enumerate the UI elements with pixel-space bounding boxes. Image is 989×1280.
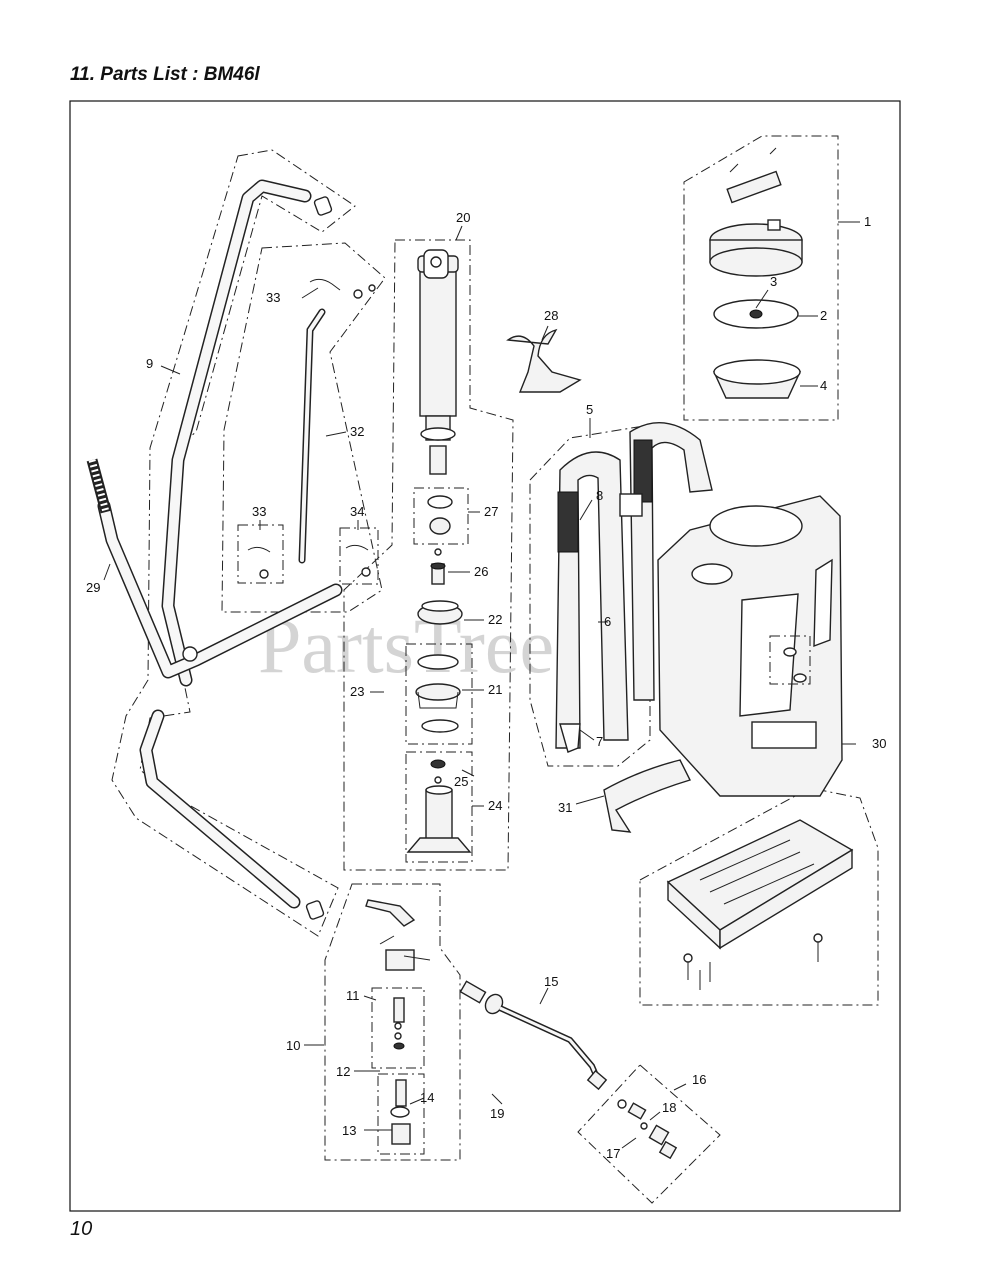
nozzle-parts bbox=[617, 1099, 678, 1160]
handle-tube bbox=[139, 179, 333, 920]
connecting-rod bbox=[298, 308, 326, 564]
part-label-22: 22 bbox=[488, 612, 502, 627]
part-label-4: 4 bbox=[820, 378, 827, 393]
part-label-10: 10 bbox=[286, 1038, 300, 1053]
part-label-29: 29 bbox=[86, 580, 100, 595]
part-label-8: 8 bbox=[596, 488, 603, 503]
shoulder-harness bbox=[555, 422, 713, 753]
lid-group-outline bbox=[683, 135, 839, 421]
part-label-32: 32 bbox=[350, 424, 364, 439]
pump-valve-seat bbox=[405, 643, 473, 745]
shut-off-valve bbox=[365, 899, 431, 1155]
part-label-28: 28 bbox=[544, 308, 558, 323]
waist-belt bbox=[603, 759, 691, 833]
part-label-16: 16 bbox=[692, 1072, 706, 1087]
part-label-23: 23 bbox=[350, 684, 364, 699]
part-label-30: 30 bbox=[872, 736, 886, 751]
spray-lance bbox=[459, 980, 608, 1091]
pump-chamber bbox=[405, 751, 473, 863]
leader-lines bbox=[103, 221, 860, 1149]
part-label-26: 26 bbox=[474, 564, 488, 579]
part-label-33-upper: 33 bbox=[266, 290, 280, 305]
page-title: 11. Parts List : BM46l bbox=[70, 64, 260, 85]
part-label-7: 7 bbox=[596, 734, 603, 749]
part-label-19: 19 bbox=[490, 1106, 504, 1121]
pump-cylinder bbox=[417, 249, 459, 475]
part-label-25: 25 bbox=[454, 774, 468, 789]
part-label-6: 6 bbox=[604, 614, 611, 629]
rod-group-outline bbox=[221, 242, 386, 613]
part-label-11: 11 bbox=[346, 988, 360, 1003]
part-label-31: 31 bbox=[558, 800, 572, 815]
part-label-15: 15 bbox=[544, 974, 558, 989]
part-label-21: 21 bbox=[488, 682, 502, 697]
part-label-5: 5 bbox=[586, 402, 593, 417]
harness-group-outline bbox=[529, 424, 651, 767]
part-label-17: 17 bbox=[606, 1146, 620, 1161]
spray-tank bbox=[657, 495, 843, 797]
part-label-20: 20 bbox=[456, 210, 470, 225]
part-label-12: 12 bbox=[336, 1064, 350, 1079]
clip-pins bbox=[237, 278, 379, 585]
pump-group-outline bbox=[343, 239, 514, 871]
part-label-2: 2 bbox=[820, 308, 827, 323]
part-label-9: 9 bbox=[146, 356, 153, 371]
diagram-frame bbox=[69, 100, 901, 1212]
lance-valve-group-outline bbox=[324, 883, 461, 1161]
base-tray bbox=[666, 819, 854, 990]
part-label-14: 14 bbox=[420, 1090, 434, 1105]
part-label-27: 27 bbox=[484, 504, 498, 519]
tank-lid-assembly bbox=[709, 147, 803, 399]
part-label-18: 18 bbox=[662, 1100, 676, 1115]
bracket bbox=[506, 328, 582, 393]
pump-seals bbox=[413, 487, 469, 625]
handle-group-outline bbox=[111, 149, 356, 937]
part-label-1: 1 bbox=[864, 214, 871, 229]
page-number: 10 bbox=[70, 1218, 93, 1240]
nozzle-group-outline bbox=[577, 1064, 721, 1204]
part-label-13: 13 bbox=[342, 1123, 356, 1138]
part-label-33-lower: 33 bbox=[252, 504, 266, 519]
part-label-3: 3 bbox=[770, 274, 777, 289]
part-number-labels: 1 2 3 4 5 6 7 8 9 10 11 12 13 14 15 16 1… bbox=[86, 210, 886, 1161]
lever-arm bbox=[86, 458, 343, 679]
part-label-34: 34 bbox=[350, 504, 364, 519]
part-label-24: 24 bbox=[488, 798, 502, 813]
